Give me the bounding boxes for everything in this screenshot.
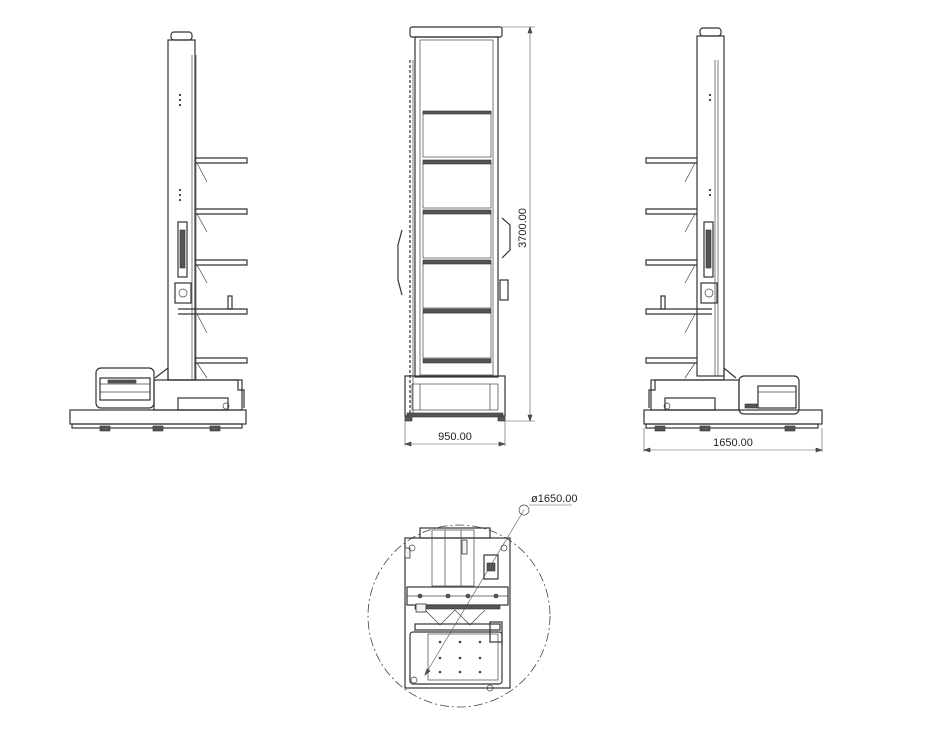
- front-height-dimension: 3700.00: [517, 208, 529, 248]
- left-side-view: [69, 31, 248, 432]
- front-shelves: [422, 110, 492, 364]
- top-view: ø1650.00: [367, 493, 577, 708]
- top-diameter-dimension: ø1650.00: [531, 493, 577, 505]
- right-side-view: 1650.00: [643, 27, 823, 453]
- front-view: 950.00 3700.00: [397, 26, 535, 447]
- side-width-dimension: 1650.00: [713, 437, 753, 449]
- right-shelf-arms: [645, 157, 712, 379]
- left-shelf-arms: [178, 157, 248, 379]
- front-width-dimension: 950.00: [438, 431, 472, 443]
